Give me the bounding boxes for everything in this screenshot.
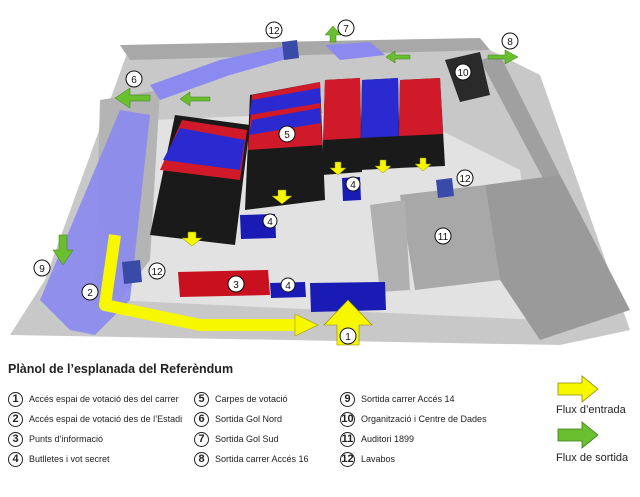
entry-flow-arrow-icon	[557, 375, 599, 403]
tent-left-blue	[163, 128, 245, 170]
svg-text:12: 12	[268, 26, 280, 37]
legend-number: 2	[8, 411, 23, 427]
legend-number: 5	[194, 391, 209, 407]
svg-text:10: 10	[457, 68, 469, 79]
tent-right-3-red	[399, 78, 443, 136]
exit-arrows	[52, 25, 519, 266]
entry-flow-label: Flux d’entrada	[556, 404, 626, 416]
map-marker-1: 1	[339, 327, 357, 345]
legend-item-1: 1 Accés espai de votació des del carrer	[8, 390, 179, 408]
svg-text:1: 1	[345, 332, 351, 343]
tent-right-1-red	[323, 78, 361, 140]
legend-item-2: 2 Accés espai de votació des de l’Estadi	[8, 410, 182, 428]
svg-text:8: 8	[507, 37, 513, 48]
booth-4-main	[310, 282, 386, 312]
legend-number: 6	[194, 411, 209, 427]
legend-label: Lavabos	[361, 454, 396, 464]
map-marker-12a: 12	[265, 21, 283, 39]
svg-text:4: 4	[285, 281, 291, 292]
legend-item-9: 9 Sortida carrer Accés 14	[340, 390, 455, 408]
svg-text:6: 6	[131, 75, 137, 86]
svg-text:3: 3	[233, 280, 239, 291]
svg-text:5: 5	[284, 130, 290, 141]
map-marker-9: 9	[33, 259, 51, 277]
legend-number: 7	[194, 431, 209, 447]
legend-label: Accés espai de votació des del carrer	[29, 394, 179, 404]
north-wall	[120, 38, 490, 60]
building-11-side	[485, 175, 630, 340]
legend-item-10: 10 Organització i Centre de Dades	[340, 410, 487, 428]
legend-number: 8	[194, 451, 209, 467]
svg-text:11: 11	[438, 232, 449, 243]
legend-item-3: 3 Punts d’informació	[8, 430, 103, 448]
map-marker-10: 10	[454, 63, 472, 81]
legend-label: Sortida carrer Accés 14	[361, 394, 455, 404]
map-marker-4a: 4	[280, 277, 296, 293]
legend-label: Sortida carrer Accés 16	[215, 454, 309, 464]
building-11-annex	[370, 200, 410, 292]
svg-text:4: 4	[350, 180, 356, 191]
legend-item-7: 7 Sortida Gol Sud	[194, 430, 279, 448]
svg-text:4: 4	[267, 217, 273, 228]
legend-item-12: 12 Lavabos	[340, 450, 395, 468]
east-wall	[480, 55, 560, 182]
map-marker-2: 2	[81, 283, 99, 301]
map-marker-12c: 12	[456, 169, 474, 187]
svg-text:7: 7	[343, 24, 349, 35]
legend-label: Carpes de votació	[215, 394, 288, 404]
tent-main-blue-1	[249, 88, 321, 115]
legend-label: Butlletes i vot secret	[29, 454, 110, 464]
tent-main-blue-2	[249, 108, 321, 135]
map-marker-4b: 4	[262, 213, 278, 229]
legend-item-5: 5 Carpes de votació	[194, 390, 288, 408]
legend-label: Punts d’informació	[29, 434, 104, 444]
map-marker-11: 11	[434, 227, 452, 245]
legend-number: 4	[8, 451, 23, 467]
map-marker-3: 3	[227, 275, 245, 293]
legend-number: 12	[340, 451, 355, 467]
entry-path-2	[99, 234, 300, 331]
tent-entry-arrows	[181, 157, 432, 247]
info-point-3	[178, 270, 270, 297]
legend-number: 11	[340, 431, 355, 447]
legend-label: Auditori 1899	[361, 434, 415, 444]
legend-number: 10	[340, 411, 355, 427]
legend-label: Sortida Gol Nord	[215, 414, 283, 424]
map-title: Plànol de l’esplanada del Referèndum	[8, 362, 234, 376]
blue-ramp-7	[325, 42, 385, 60]
svg-text:12: 12	[459, 174, 471, 185]
tent-right-2-red	[361, 78, 399, 138]
svg-text:12: 12	[151, 267, 163, 278]
entry-arrow-1	[323, 299, 373, 346]
legend-number: 3	[8, 431, 23, 447]
entry-path-2-arrowhead	[294, 313, 319, 337]
toilet-12-left	[122, 260, 142, 284]
exit-flow-arrow-icon	[557, 421, 599, 449]
map-marker-12b: 12	[148, 262, 166, 280]
toilet-12-top	[282, 40, 299, 60]
exit-flow-label: Flux de sortida	[556, 452, 629, 464]
legend-item-11: 11 Auditori 1899	[340, 430, 414, 448]
legend-item-8: 8 Sortida carrer Accés 16	[194, 450, 309, 468]
legend-item-4: 4 Butlletes i vot secret	[8, 450, 110, 468]
map-marker-7: 7	[337, 19, 355, 37]
legend-label: Organització i Centre de Dades	[361, 414, 487, 424]
blue-exit-path	[40, 110, 150, 335]
map-marker-4c: 4	[345, 176, 361, 192]
legend-label: Accés espai de votació des de l’Estadi	[29, 414, 183, 424]
svg-text:9: 9	[39, 264, 45, 275]
map-marker-8: 8	[501, 32, 519, 50]
map-marker-5: 5	[278, 125, 296, 143]
legend-number: 1	[8, 391, 23, 407]
legend-number: 9	[340, 391, 355, 407]
blue-top-path	[150, 45, 300, 100]
toilet-12-right	[436, 178, 454, 198]
esplanade-map: 1 2 3 4 4 4 5 6 7 8 9 10 11 12 12 12	[10, 19, 630, 346]
legend-item-6: 6 Sortida Gol Nord	[194, 410, 282, 428]
legend-label: Sortida Gol Sud	[215, 434, 279, 444]
svg-text:2: 2	[87, 288, 93, 299]
map-marker-6: 6	[125, 70, 143, 88]
